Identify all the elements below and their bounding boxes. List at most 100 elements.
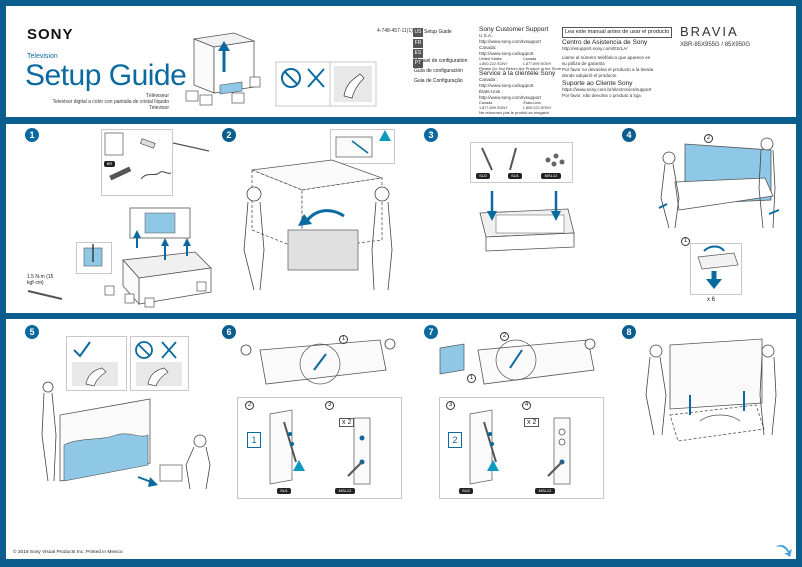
part-label-su2: SU2 (476, 173, 490, 179)
support-es: Centro de Asistencia de Sony http://esup… (562, 39, 672, 79)
step-6-badge: 6 (222, 325, 236, 339)
sub-step-marker: 2 (500, 332, 509, 341)
screw-leg-illustration (547, 417, 571, 485)
phone-number: 1.877.899.SONY (522, 61, 552, 66)
read-manual-note: Lea este manual antes de usar el product… (562, 27, 672, 38)
language-label: Guía de configuración (414, 68, 463, 74)
support-heading: Sony Customer Support (479, 26, 549, 33)
sony-logo: SONY (27, 26, 74, 43)
phone-number: 1.877.899.SONY (479, 105, 508, 110)
stand-assembly-illustration (104, 207, 212, 308)
step-7-detail-panel (439, 397, 604, 499)
step-4-badge: 4 (622, 128, 636, 142)
phone-label: États-Unis (523, 101, 541, 105)
support-line: Por favor, não devolva o produto à loja (562, 93, 641, 98)
page-frame-right (796, 0, 802, 567)
attach-leg-illustration (269, 409, 297, 485)
page-frame-bottom (0, 559, 802, 567)
support-link[interactable]: http://www.sony.com/tvsupport (479, 39, 541, 44)
support-line: Por favor no devuelva el producto a la t… (562, 67, 654, 72)
subtitle-pt: Televisor (149, 105, 169, 111)
attach-leg-illustration (469, 409, 497, 485)
tv-in-box-illustration (479, 191, 575, 252)
wrong-handling-illustration (135, 341, 182, 387)
sub-step-marker: 3 (446, 401, 455, 410)
support-line: États-Unis : (479, 89, 503, 94)
accessory-code-label: BR (104, 161, 115, 167)
part-number: 4-748-457-11(1) (377, 28, 413, 34)
phone-number: 1.800.222.SONY (479, 61, 508, 66)
part-label-su1: SU1 (508, 173, 522, 179)
subtitle-fr: Téléviseur (145, 93, 169, 99)
phone-number: 1.800.222.SONY (522, 105, 552, 110)
support-fr: Service à la clientèle Sony Canada : htt… (479, 70, 557, 116)
step-8-badge: 8 (622, 325, 636, 339)
language-pt: PTGuia de Configuração (413, 59, 469, 84)
language-label: Setup Guide (424, 29, 452, 35)
sub-step-marker: 2 (704, 134, 713, 143)
screw-leg-illustration (347, 417, 371, 485)
support-en: Sony Customer Support U.S.A.: http://www… (479, 26, 561, 72)
support-line: U.S.A.: (479, 33, 494, 38)
caution-icon (293, 460, 305, 471)
part-label-su2: SU2 (459, 488, 473, 494)
language-code: ES (413, 49, 423, 58)
screw-count: x 2 (524, 418, 540, 427)
language-code: FR (413, 39, 423, 48)
step-3-badge: 3 (424, 128, 438, 142)
support-link[interactable]: http://www.sony.ca/support (479, 51, 534, 56)
language-label: Guia de Configuração (414, 78, 463, 84)
step-1-badge: 1 (25, 128, 39, 142)
sub-step-marker: 1 (681, 237, 690, 246)
sub-step-marker: 2 (245, 401, 254, 410)
category-label: Television (27, 53, 58, 60)
support-heading: Service à la clientèle Sony (479, 70, 556, 77)
tilt-tv-illustration (240, 338, 396, 385)
support-link[interactable]: https://www.sony.com.br/electronics/supp… (562, 87, 652, 92)
sub-step-marker: 1 (467, 374, 476, 383)
support-line: Canada: (479, 45, 497, 50)
tilt-tv-other-side-illustration (439, 338, 596, 385)
language-fr: FR Manuel de configuration (413, 39, 469, 64)
support-line: su póliza de garantía (562, 61, 605, 66)
box-handle-detail-illustration (335, 136, 373, 158)
leg-number-marker: 1 (247, 432, 261, 448)
phone-label: United States (479, 57, 502, 61)
phone-label: Canada (479, 101, 493, 105)
page-title: Setup Guide (25, 59, 187, 92)
leg-number-marker: 2 (448, 432, 462, 448)
section-divider-top (6, 117, 796, 124)
place-tv-on-stand-illustration (645, 338, 777, 442)
clip-count: x 6 (707, 297, 716, 303)
torque-spec: 1.5 N·m {15 kgf·cm} (27, 274, 54, 286)
sub-step-marker: 4 (522, 401, 531, 410)
support-line: donde adquirió el producto (562, 73, 617, 78)
part-label-su1: SU1 (277, 488, 291, 494)
stand-parts-illustration (481, 147, 565, 171)
support-phones: United States Canada 1.800.222.SONY 1.87… (479, 57, 557, 66)
clip-removal-panel (690, 243, 742, 295)
support-line: Canada : (479, 77, 498, 82)
caution-icon (487, 460, 499, 471)
support-link[interactable]: http://www.sony.ca/support (479, 83, 534, 88)
clip-removal-illustration (697, 245, 739, 289)
page-frame-top (0, 0, 802, 6)
screwdriver-detail-illustration (83, 244, 103, 267)
language-es: ES Guía de configuración (413, 49, 469, 74)
part-label-msl12: MSL12 (535, 488, 555, 494)
support-link[interactable]: http://esupport.sony.com/ES/LA/ (562, 46, 628, 51)
lift-tv-illustration (658, 137, 780, 229)
step-7-badge: 7 (424, 325, 438, 339)
hand-on-panel-illustration (329, 61, 377, 107)
page-turn-arrow-icon (776, 544, 792, 557)
language-label: Manuel de configuration (414, 58, 468, 64)
page-frame-left (0, 0, 6, 567)
copyright: © 2019 Sony Visual Products Inc. Printed… (13, 550, 123, 555)
support-link[interactable]: http://www.sony.com/tvsupport (479, 95, 541, 100)
step-6-detail-panel (237, 397, 402, 499)
caution-icon (379, 130, 391, 141)
support-heading: Suporte ao Cliente Sony (562, 80, 633, 87)
support-line: Llame al número telefónico que aparece e… (562, 55, 651, 60)
remove-box-illustration (243, 159, 393, 291)
